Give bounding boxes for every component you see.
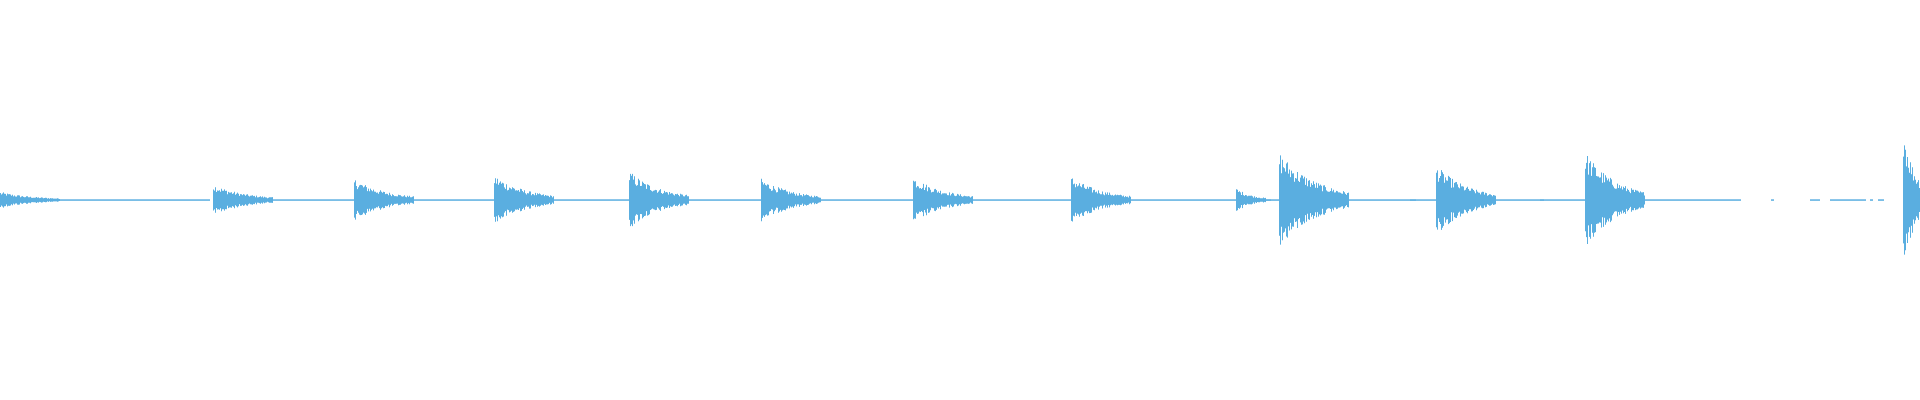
waveform-burst (354, 180, 539, 220)
waveform-burst-body (1903, 145, 1920, 255)
waveform-burst-tail (273, 199, 403, 201)
waveform-burst (1071, 178, 1271, 222)
waveform-burst-body (213, 187, 273, 213)
waveform-burst-body (1585, 156, 1645, 244)
waveform-fragment (1878, 199, 1884, 201)
waveform-burst (1585, 156, 1741, 244)
waveform-burst (761, 178, 961, 222)
waveform-burst-body (1436, 170, 1496, 230)
waveform-burst (1903, 145, 1920, 255)
waveform-burst-body (629, 173, 689, 227)
waveform-burst-body (913, 180, 973, 220)
waveform-fragment (1540, 199, 1544, 201)
waveform-burst (629, 173, 804, 227)
waveform-burst-tail (554, 199, 674, 201)
waveform-burst-body (1236, 189, 1266, 211)
waveform-burst-body (0, 192, 60, 208)
waveform-burst (0, 192, 210, 208)
waveform-burst-tail (973, 199, 1105, 201)
waveform-burst-tail (1131, 199, 1271, 201)
waveform-fragment (1830, 199, 1866, 201)
waveform-fragment (1410, 199, 1416, 201)
waveform-burst-body (761, 178, 821, 222)
waveform-burst (913, 180, 1105, 220)
waveform-fragment (1870, 199, 1873, 201)
waveform-burst-tail (1496, 199, 1608, 201)
waveform-burst-tail (689, 199, 804, 201)
waveform-burst-tail (821, 199, 961, 201)
waveform-burst-body (494, 178, 554, 222)
waveform-burst-tail (1645, 199, 1741, 201)
waveform-burst-body (1071, 178, 1131, 222)
waveform-burst-tail (60, 199, 210, 201)
waveform-fragment (1771, 199, 1774, 201)
waveform-burst (494, 178, 674, 222)
waveform-burst-body (354, 180, 414, 220)
waveform-burst (213, 187, 403, 213)
waveform-burst-tail (414, 199, 539, 201)
waveform-burst (1436, 170, 1608, 230)
waveform-burst-body (1279, 155, 1349, 245)
waveform-fragment (1810, 199, 1820, 201)
